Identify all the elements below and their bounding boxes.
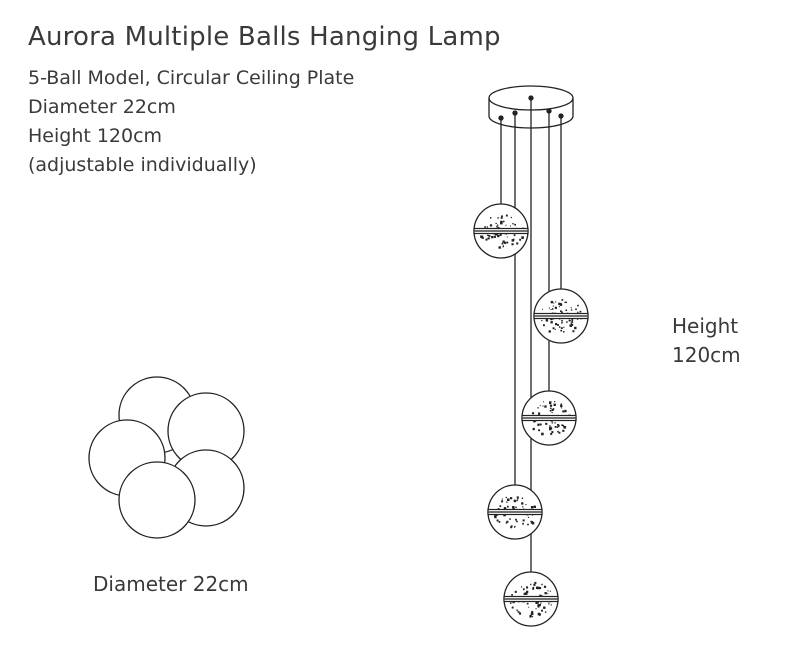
glass-ball [487,484,543,540]
height-label-text: Height [672,314,739,338]
ball-group [473,203,589,627]
height-label: Height 120cm [672,312,741,370]
top-view [88,376,245,539]
spec-height: Height 120cm [28,125,163,147]
spec-list: 5-Ball Model, Circular Ceiling Plate Dia… [28,64,354,180]
diameter-label: Diameter 22cm [93,572,249,596]
product-title: Aurora Multiple Balls Hanging Lamp [28,22,501,52]
cords [500,98,562,572]
glass-ball [521,390,577,446]
glass-ball [503,571,559,627]
height-label-value: 120cm [672,343,741,367]
glass-ball [533,288,589,344]
ceiling-plate [488,85,574,129]
spec-model: 5-Ball Model, Circular Ceiling Plate [28,67,355,89]
spec-diameter: Diameter 22cm [28,96,176,118]
top-view-ball [118,461,196,539]
spec-adjustable: (adjustable individually) [28,154,257,176]
glass-ball [473,203,529,259]
